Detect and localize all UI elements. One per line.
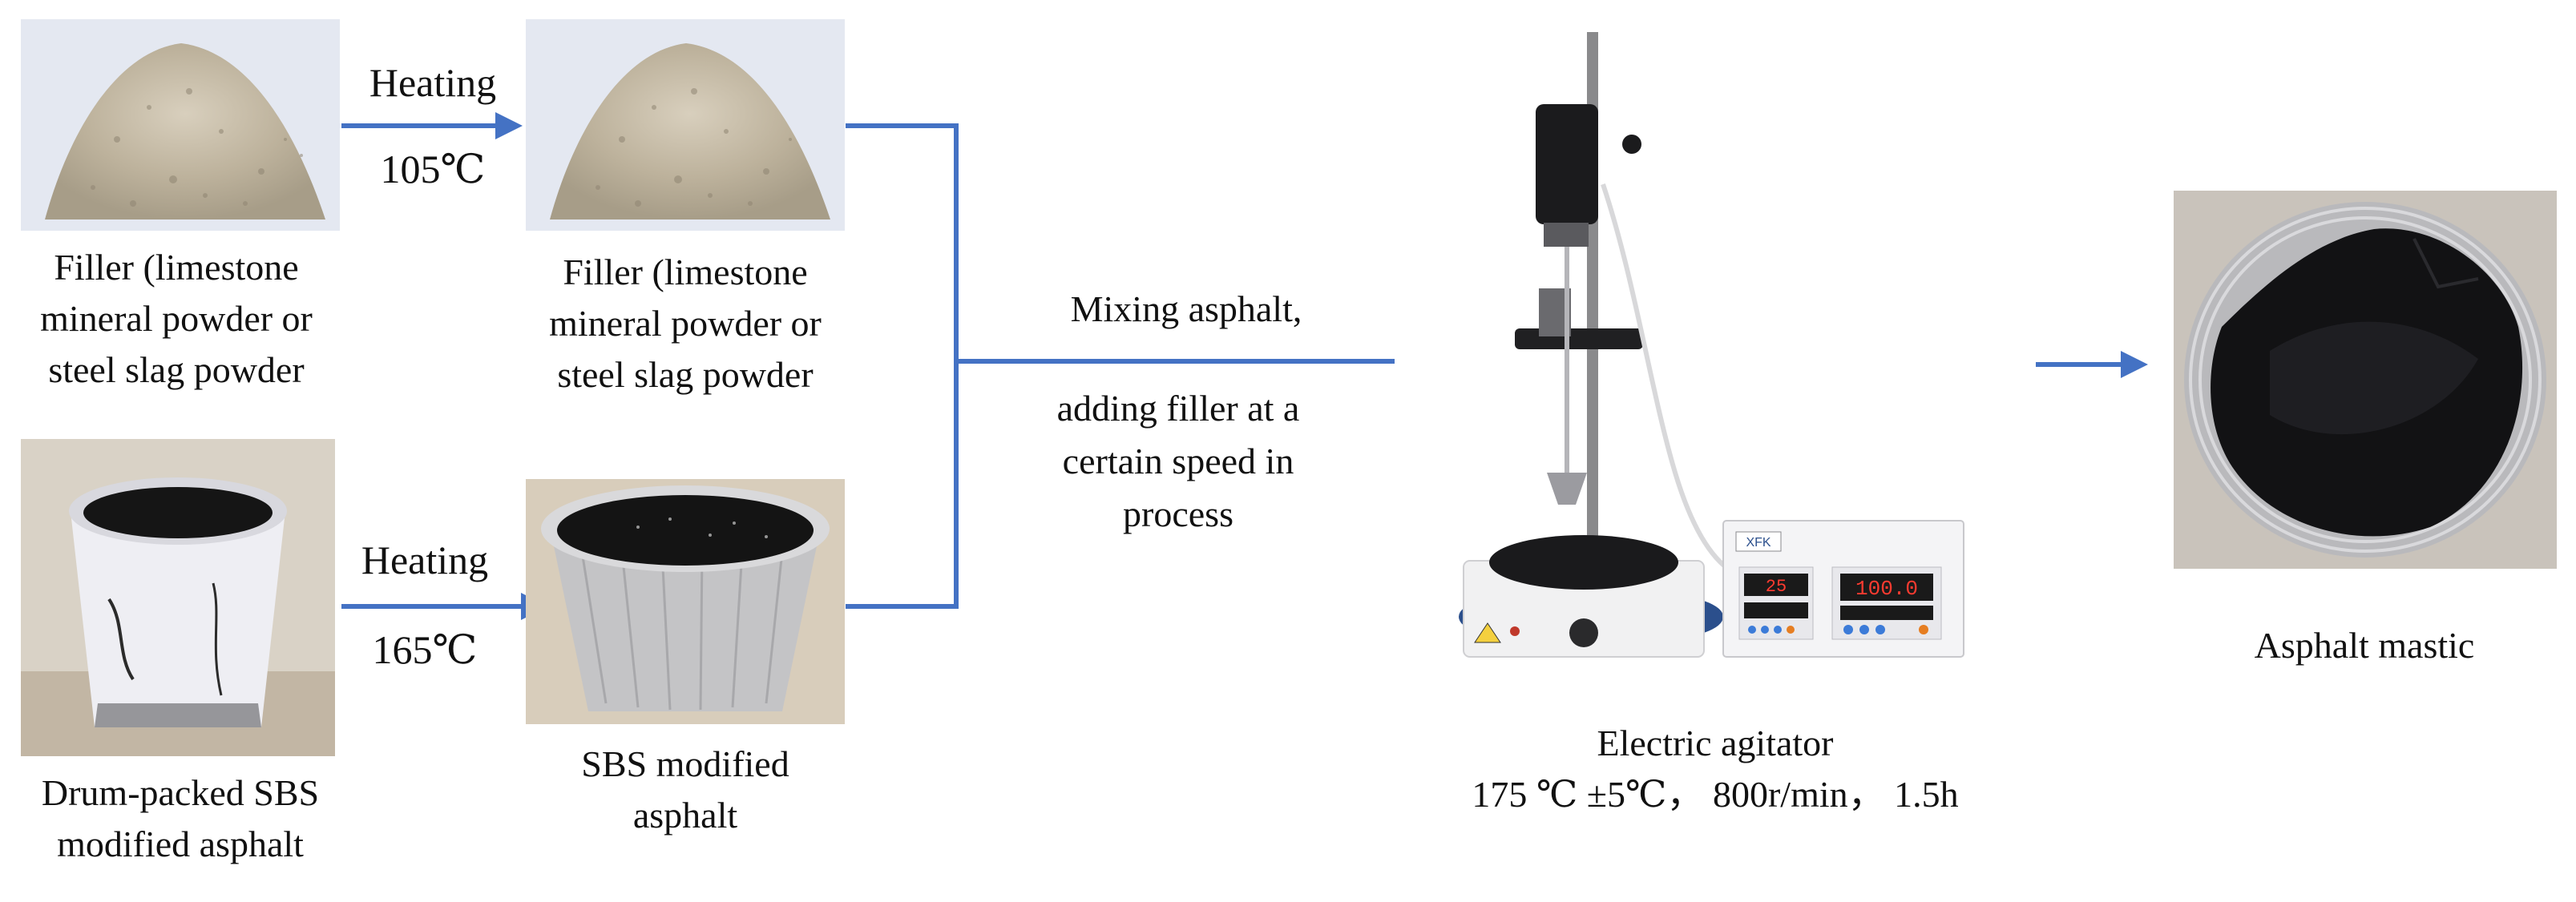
filler-heated-photo xyxy=(526,19,845,231)
filler-heated-label-line2: mineral powder or xyxy=(549,303,822,344)
filler-raw-label-line2: mineral powder or xyxy=(40,298,313,339)
heating-top-label: Heating xyxy=(345,54,521,111)
filler-raw-label: Filler (limestone mineral powder or stee… xyxy=(0,242,353,396)
drum-asphalt-label: Drum-packed SBS modified asphalt xyxy=(0,767,361,870)
agitator-motor xyxy=(1536,104,1598,224)
sbs-heated-label-line1: SBS modified xyxy=(581,743,789,784)
sbs-heated-label: SBS modified asphalt xyxy=(513,739,858,841)
display-right: 100.0 xyxy=(1855,577,1918,601)
filler-heated-label: Filler (limestone mineral powder or stee… xyxy=(505,247,866,401)
filler-raw-label-line1: Filler (limestone xyxy=(54,247,299,288)
mastic-photo xyxy=(2174,191,2557,569)
agitator-label-line2: 175 ℃ ±5℃， 800r/min， 1.5h xyxy=(1472,774,1959,815)
agitator-photo: XFK 25 100.0 xyxy=(1395,24,2036,681)
filler-raw-label-line3: steel slag powder xyxy=(48,349,305,390)
heating-bottom-word: Heating xyxy=(361,538,489,582)
output-arrowhead xyxy=(2121,351,2148,378)
heating-top-arrowhead xyxy=(495,112,523,139)
heating-top-temp: 105℃ xyxy=(380,147,486,191)
mastic-label: Asphalt mastic xyxy=(2164,620,2565,671)
filler-heated-label-line3: steel slag powder xyxy=(557,354,814,395)
sbs-heated-photo xyxy=(526,479,845,724)
hot-plate-top xyxy=(1489,535,1678,590)
drum-asphalt-label-line1: Drum-packed SBS xyxy=(41,772,320,813)
filler-heated-label-line1: Filler (limestone xyxy=(563,252,808,292)
drum-asphalt-photo xyxy=(21,439,335,756)
controller-brand: XFK xyxy=(1746,536,1770,550)
filler-raw-photo xyxy=(21,19,340,231)
sbs-heated-label-line2: asphalt xyxy=(632,795,738,836)
mixing-label-line3: certain speed in xyxy=(1062,441,1294,481)
mixing-label-line2: adding filler at a xyxy=(1056,388,1300,429)
display-left: 25 xyxy=(1766,577,1787,597)
mixing-label-line1: Mixing asphalt, xyxy=(1070,288,1302,329)
heating-top-word: Heating xyxy=(369,60,497,105)
drum-asphalt-label-line2: modified asphalt xyxy=(57,823,304,864)
heating-bottom-temp: 165℃ xyxy=(372,627,478,672)
agitator-label-line1: Electric agitator xyxy=(1597,723,1834,763)
mixing-label-line4: process xyxy=(1123,493,1233,534)
mastic-label-line1: Asphalt mastic xyxy=(2254,625,2475,666)
merge-bracket xyxy=(846,123,959,609)
agitator-label: Electric agitator 175 ℃ ±5℃， 800r/min， 1… xyxy=(1363,718,2068,820)
